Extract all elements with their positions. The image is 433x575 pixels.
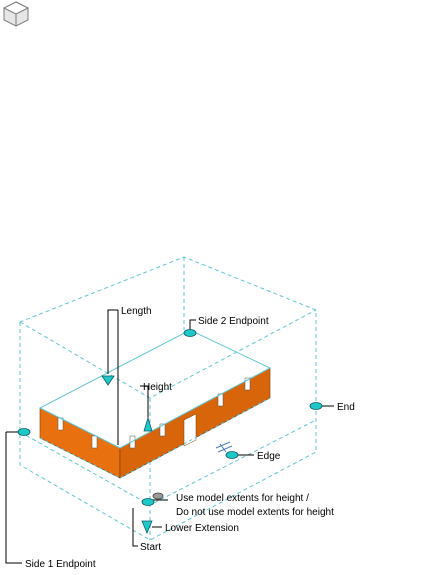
window-icon bbox=[91, 435, 98, 449]
leader-lines bbox=[5, 309, 334, 564]
start-grip-icon[interactable] bbox=[141, 498, 155, 506]
label-side1-endpoint: Side 1 Endpoint bbox=[25, 559, 96, 570]
side1-endpoint-grip-icon[interactable] bbox=[17, 428, 31, 436]
window-icon bbox=[57, 417, 64, 431]
label-length: Length bbox=[121, 306, 152, 317]
grip-handles bbox=[17, 329, 323, 535]
edge-grip-icon[interactable] bbox=[225, 451, 239, 459]
window-icon bbox=[129, 435, 136, 449]
label-start: Start bbox=[140, 542, 161, 553]
label-use-model-extents: Use model extents for height / bbox=[176, 493, 309, 504]
label-height: Height bbox=[143, 382, 172, 393]
model-extents-toggle-icon[interactable] bbox=[152, 492, 164, 500]
window-icon bbox=[244, 377, 251, 391]
label-dont-use-model-extents: Do not use model extents for height bbox=[176, 507, 334, 518]
label-side2-endpoint: Side 2 Endpoint bbox=[198, 316, 269, 327]
label-edge: Edge bbox=[257, 451, 281, 462]
label-end: End bbox=[337, 402, 355, 413]
side2-endpoint-grip-icon[interactable] bbox=[183, 329, 197, 337]
lower-extension-grip-icon[interactable] bbox=[141, 520, 153, 535]
space-top-face bbox=[38, 329, 272, 449]
box-wireframe-icon bbox=[2, 1, 30, 27]
edge-marker-icon bbox=[215, 441, 233, 453]
end-grip-icon[interactable] bbox=[309, 402, 323, 410]
length-grip-icon[interactable] bbox=[101, 375, 115, 386]
height-grip-icon[interactable] bbox=[143, 416, 153, 432]
window-icon bbox=[159, 423, 166, 437]
label-lower-extension: Lower Extension bbox=[165, 523, 239, 534]
